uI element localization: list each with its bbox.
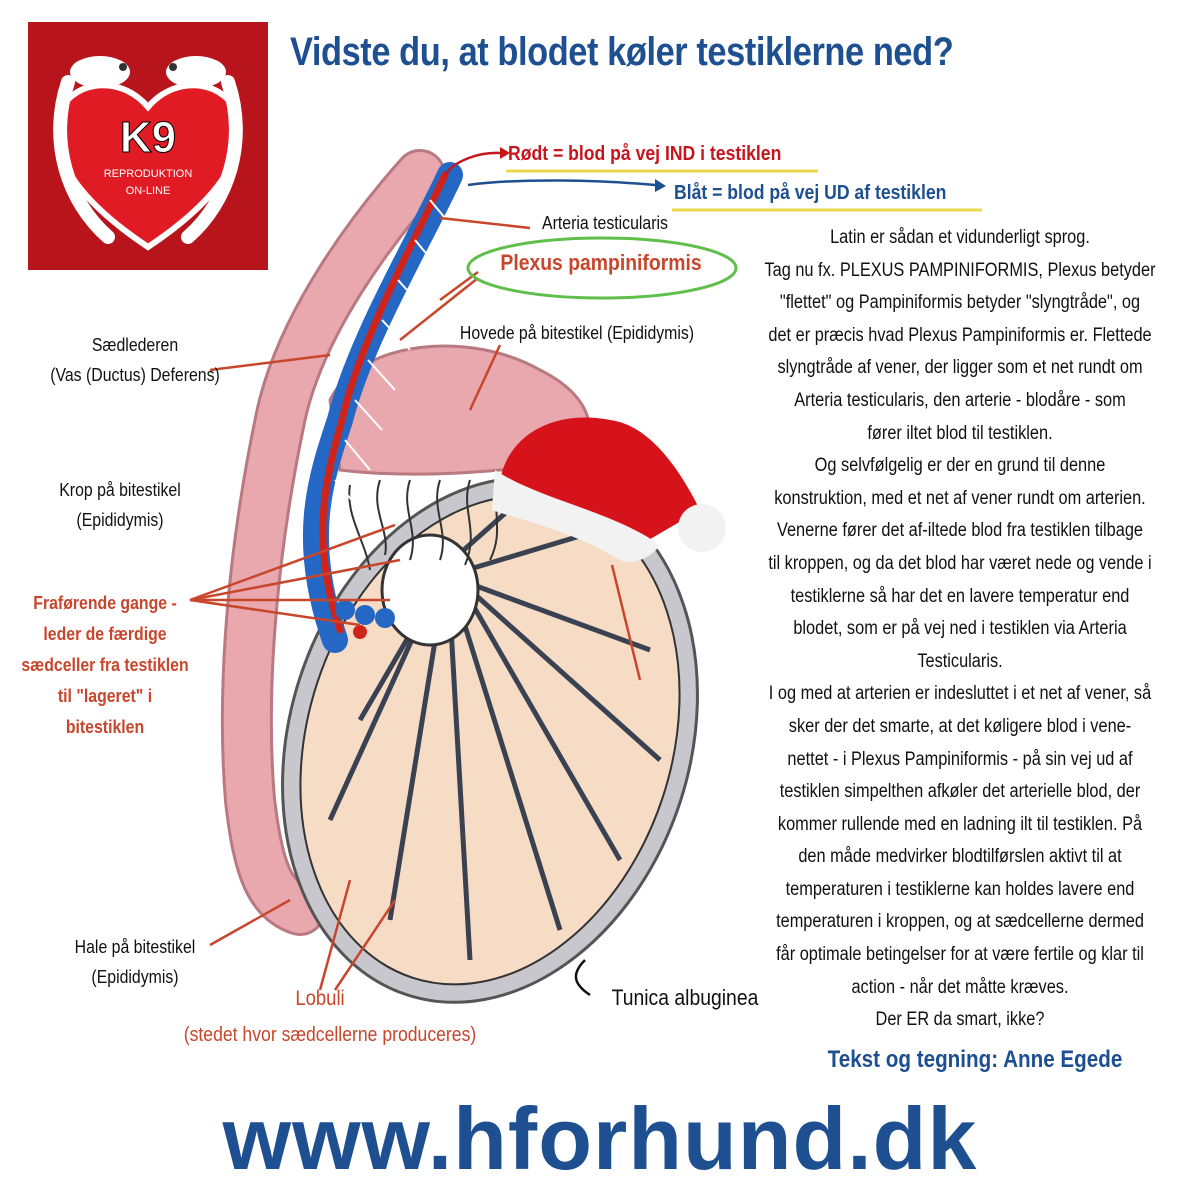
red-arrow-icon (443, 151, 501, 176)
blue-arrow-icon (467, 179, 656, 187)
credit-text: Tekst og tegning: Anne Egede (827, 1046, 1123, 1073)
logo-line1: REPRODUKTION (104, 168, 193, 180)
plexus-mesh (334, 199, 456, 511)
label-fraforende: Fraførende gange - leder de færdige sædc… (21, 593, 189, 737)
lobule-septa (327, 498, 662, 961)
vessel-bundle (335, 600, 395, 639)
website-link[interactable]: www.hforhund.dk (222, 1089, 978, 1188)
explanation-text: Latin er sådan et vidunderligt sprog. Ta… (764, 227, 1156, 1031)
label-lobuli: Lobuli (295, 987, 345, 1010)
legend-blue: Blåt = blod på vej UD af testiklen (674, 182, 947, 204)
label-lobuli-sub: (stedet hvor sædcellerne produceres) (183, 1024, 477, 1046)
label-saedlederen: Sædlederen (Vas (Ductus) Deferens) (50, 335, 220, 385)
leader-lines (189, 216, 642, 991)
page-title: Vidste du, at blodet køler testiklerne n… (290, 30, 954, 74)
logo-line2: ON-LINE (126, 185, 171, 197)
logo-graphic: K9 REPRODUKTION ON-LINE (53, 56, 243, 251)
label-arteria: Arteria testicularis (542, 213, 668, 233)
santa-hat-icon (492, 417, 726, 562)
testicular-artery (319, 171, 449, 634)
testicle-diagram (189, 147, 982, 1004)
left-figure-head (70, 56, 130, 88)
label-plexus: Plexus pampiniformis (500, 250, 702, 275)
right-figure-head (166, 56, 226, 88)
k9-logo: K9 REPRODUKTION ON-LINE (28, 22, 268, 270)
label-hovede: Hovede på bitestikel (Epididymis) (459, 323, 695, 343)
label-tunica: Tunica albuginea (611, 985, 759, 1010)
rete-testis (380, 533, 480, 647)
logo-k9: K9 (120, 113, 176, 162)
plexus-highlight (466, 236, 738, 300)
legend-red: Rødt = blod på vej IND i testiklen (508, 143, 782, 165)
label-hale: Hale på bitestikel (Epididymis) (74, 937, 196, 987)
label-krop: Krop på bitestikel (Epididymis) (59, 480, 181, 530)
epididymis-body (223, 152, 443, 933)
